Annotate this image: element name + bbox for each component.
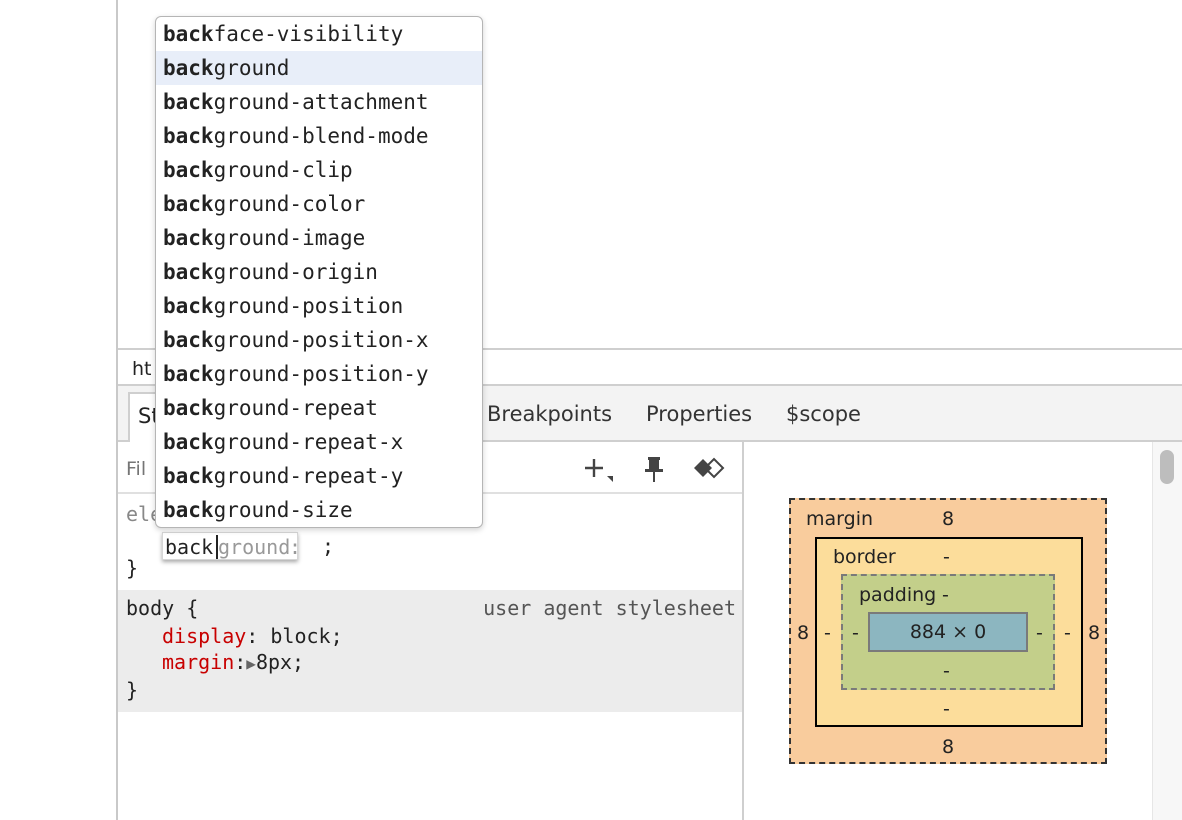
- box-model-content: 884 × 0: [868, 612, 1028, 652]
- margin-bottom-value[interactable]: 8: [942, 736, 955, 758]
- rule-close-brace: }: [126, 678, 139, 702]
- padding-bottom-value[interactable]: -: [943, 660, 950, 682]
- autocomplete-item-rest: ground-repeat: [213, 396, 378, 420]
- property-name: margin: [162, 650, 235, 674]
- autocomplete-item-prefix: back: [163, 158, 214, 182]
- autocomplete-item[interactable]: background-repeat-y: [156, 459, 482, 493]
- property-typed-text: back: [165, 535, 214, 559]
- autocomplete-item[interactable]: background-position-y: [156, 357, 482, 391]
- property-name-editor[interactable]: back ground :: [162, 532, 302, 560]
- autocomplete-item[interactable]: background-position-x: [156, 323, 482, 357]
- autocomplete-item[interactable]: background-color: [156, 187, 482, 221]
- margin-top-value[interactable]: 8: [942, 508, 955, 530]
- autocomplete-item-prefix: back: [163, 396, 214, 420]
- margin-label: margin: [806, 508, 874, 530]
- property-colon: :: [246, 624, 259, 648]
- autocomplete-item-prefix: back: [163, 192, 214, 216]
- autocomplete-item-rest: ground-position: [213, 294, 404, 318]
- pane-divider[interactable]: [742, 442, 744, 820]
- autocomplete-item[interactable]: background-repeat: [156, 391, 482, 425]
- autocomplete-item-prefix: back: [163, 56, 214, 80]
- autocomplete-item-rest: face-visibility: [213, 22, 404, 46]
- property-row-margin[interactable]: margin:▶8px;: [162, 650, 304, 674]
- autocomplete-item-prefix: back: [163, 294, 214, 318]
- add-rule-icon[interactable]: [582, 454, 614, 484]
- autocomplete-item-rest: ground-position-x: [213, 328, 429, 352]
- border-top-value[interactable]: -: [943, 546, 950, 568]
- autocomplete-item-rest: ground-attachment: [213, 90, 429, 114]
- autocomplete-item[interactable]: background-origin: [156, 255, 482, 289]
- border-label: border: [833, 546, 896, 568]
- autocomplete-item-prefix: back: [163, 328, 214, 352]
- autocomplete-item[interactable]: background: [156, 51, 482, 85]
- autocomplete-item-rest: ground-blend-mode: [213, 124, 429, 148]
- tab-breakpoints[interactable]: Breakpoints: [487, 402, 613, 426]
- property-name: display: [162, 624, 247, 648]
- property-semicolon: ;: [322, 534, 335, 558]
- autocomplete-item[interactable]: background-repeat-x: [156, 425, 482, 459]
- autocomplete-item-rest: ground-color: [213, 192, 366, 216]
- rule-close-brace: }: [126, 556, 139, 580]
- autocomplete-item-prefix: back: [163, 430, 214, 454]
- border-left-value[interactable]: -: [824, 622, 831, 644]
- autocomplete-item-rest: ground-origin: [213, 260, 378, 284]
- autocomplete-item-prefix: back: [163, 90, 214, 114]
- property-colon: :: [234, 650, 247, 674]
- autocomplete-item-rest: ground-image: [213, 226, 366, 250]
- autocomplete-item[interactable]: backface-visibility: [156, 17, 482, 51]
- text-caret: [216, 535, 218, 559]
- scrollbar-track[interactable]: [1152, 442, 1182, 820]
- property-inline-suggestion: ground: [218, 535, 291, 559]
- property-value: block;: [270, 624, 343, 648]
- autocomplete-item[interactable]: background-attachment: [156, 85, 482, 119]
- autocomplete-item-prefix: back: [163, 124, 214, 148]
- autocomplete-item-prefix: back: [163, 362, 214, 386]
- page-gutter: [0, 0, 117, 820]
- tab-scope[interactable]: $scope: [786, 402, 861, 426]
- border-bottom-value[interactable]: -: [943, 698, 950, 720]
- rule-source-link: user agent stylesheet: [483, 596, 736, 620]
- property-value: 8px;: [255, 650, 305, 674]
- autocomplete-item-prefix: back: [163, 226, 214, 250]
- autocomplete-item-rest: ground-size: [213, 498, 353, 522]
- padding-top-value[interactable]: -: [942, 584, 949, 606]
- tab-properties[interactable]: Properties: [646, 402, 753, 426]
- autocomplete-item-rest: ground: [213, 56, 290, 80]
- autocomplete-item-rest: ground-repeat-x: [213, 430, 404, 454]
- autocomplete-item[interactable]: background-size: [156, 493, 482, 527]
- autocomplete-item[interactable]: background-position: [156, 289, 482, 323]
- scrollbar-thumb[interactable]: [1160, 450, 1174, 484]
- autocomplete-item[interactable]: background-blend-mode: [156, 119, 482, 153]
- autocomplete-item-rest: ground-clip: [213, 158, 353, 182]
- rule-selector[interactable]: body {: [126, 596, 199, 620]
- padding-left-value[interactable]: -: [852, 622, 859, 644]
- body-style-rule: body { user agent stylesheet display: bl…: [118, 590, 742, 712]
- margin-left-value[interactable]: 8: [797, 622, 810, 644]
- breadcrumb-item-html[interactable]: ht: [132, 358, 152, 380]
- property-colon: :: [289, 535, 302, 559]
- autocomplete-item-prefix: back: [163, 260, 214, 284]
- content-size: 884 × 0: [909, 621, 987, 643]
- autocomplete-item-prefix: back: [163, 22, 214, 46]
- computed-pane: 884 × 0 margin 8 8 8 8 border - - - - pa…: [744, 442, 1182, 820]
- tab-styles-label: St: [138, 404, 160, 428]
- expand-triangle-icon[interactable]: ▶: [246, 654, 256, 673]
- autocomplete-item-rest: ground-repeat-y: [213, 464, 404, 488]
- padding-label: padding: [859, 584, 937, 606]
- devtools-left-border: [116, 0, 118, 820]
- border-right-value[interactable]: -: [1064, 622, 1071, 644]
- autocomplete-item-rest: ground-position-y: [213, 362, 429, 386]
- margin-right-value[interactable]: 8: [1088, 622, 1101, 644]
- property-row-display[interactable]: display: block;: [162, 624, 343, 648]
- toggle-element-state-icon[interactable]: [690, 454, 725, 484]
- autocomplete-item[interactable]: background-image: [156, 221, 482, 255]
- autocomplete-item-prefix: back: [163, 498, 214, 522]
- autocomplete-item-prefix: back: [163, 464, 214, 488]
- autocomplete-item[interactable]: background-clip: [156, 153, 482, 187]
- padding-right-value[interactable]: -: [1036, 622, 1043, 644]
- pin-icon[interactable]: [638, 454, 670, 484]
